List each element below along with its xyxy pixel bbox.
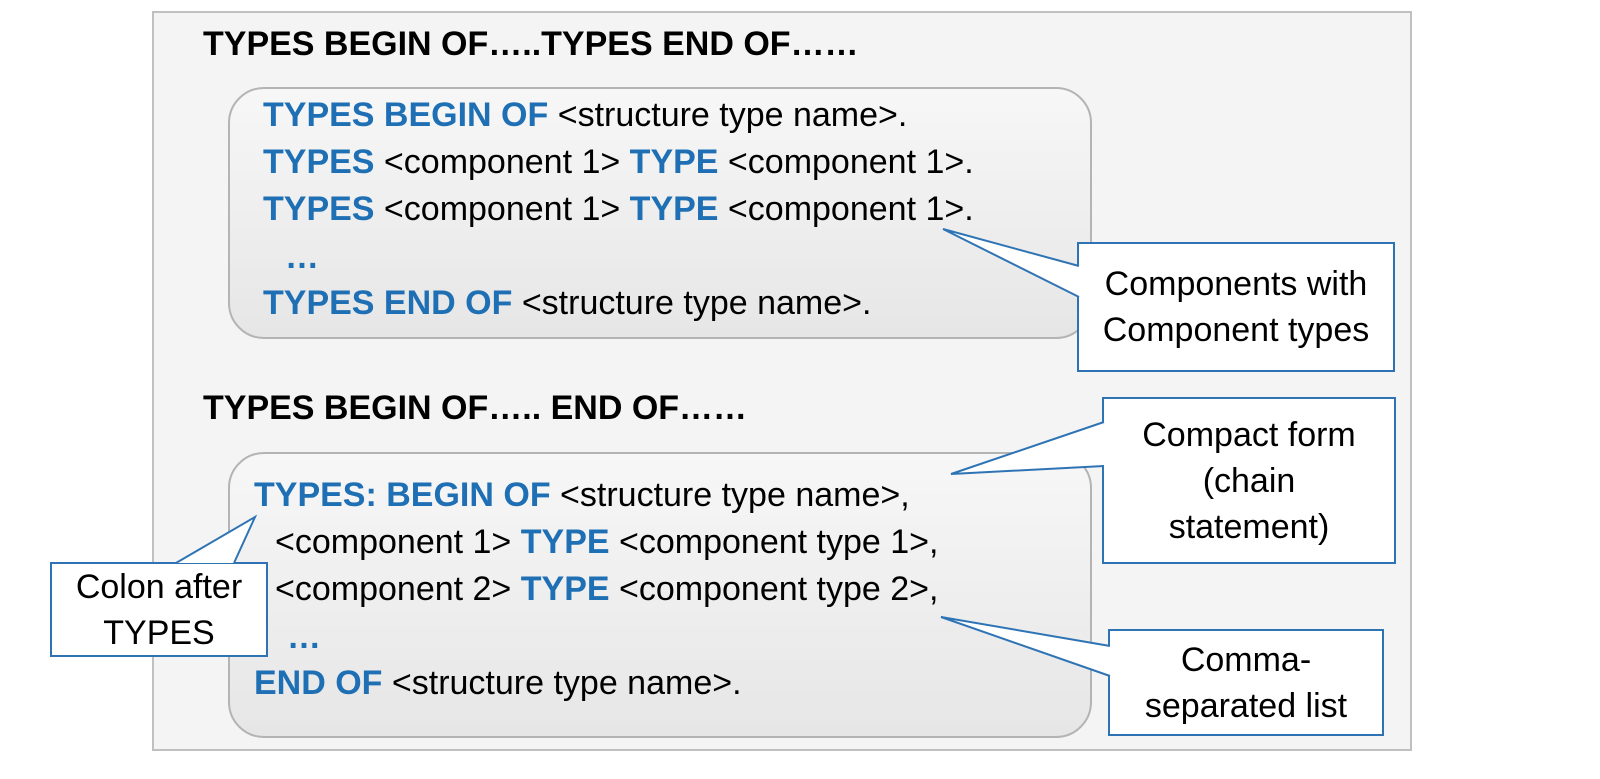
keyword: … bbox=[285, 238, 319, 276]
code-line-ellipsis: … bbox=[285, 240, 319, 274]
code-text: <component type 1>, bbox=[609, 523, 939, 561]
code-line-begin: TYPES: BEGIN OF <structure type name>, bbox=[254, 478, 910, 512]
callout-text: Components with bbox=[1104, 265, 1368, 303]
code-line-end: TYPES END OF <structure type name>. bbox=[263, 286, 871, 320]
code-text: <component 1> bbox=[374, 143, 630, 181]
callout-pointer-edge bbox=[950, 421, 1105, 475]
keyword: TYPE bbox=[629, 143, 719, 181]
keyword: TYPES BEGIN OF bbox=[263, 96, 549, 134]
keyword: TYPES END OF bbox=[263, 284, 513, 322]
code-text: <structure type name>, bbox=[550, 476, 910, 514]
callout-text: separated list bbox=[1144, 686, 1348, 725]
keyword: END OF bbox=[254, 664, 383, 702]
keyword: TYPE bbox=[629, 190, 719, 228]
callout-text: Compact form bbox=[1142, 415, 1356, 454]
callout-pointer-edge bbox=[940, 616, 1111, 677]
code-box-long-form bbox=[228, 87, 1092, 339]
code-text: <structure type name>. bbox=[548, 96, 908, 134]
keyword: TYPES bbox=[263, 143, 375, 181]
code-text: <component 1> bbox=[374, 190, 630, 228]
code-line-component: <component 2> TYPE <component type 2>, bbox=[275, 572, 938, 606]
heading-long-form: TYPES BEGIN OF…..TYPES END OF…… bbox=[203, 25, 859, 63]
callout-components-with-types: Components with Component types bbox=[1077, 242, 1395, 372]
callout-pointer-edge bbox=[175, 514, 258, 564]
callout-text: (chain bbox=[1202, 461, 1296, 500]
callout-text: Component types bbox=[1102, 311, 1370, 349]
code-text: <component type 2>, bbox=[609, 570, 939, 608]
keyword: TYPES bbox=[263, 190, 375, 228]
code-text: <component 1>. bbox=[718, 143, 974, 181]
keyword: TYPE bbox=[520, 523, 610, 561]
callout-colon-after-types: Colon after TYPES bbox=[50, 562, 268, 657]
keyword: TYPE bbox=[520, 570, 610, 608]
callout-text: Colon after bbox=[75, 567, 243, 606]
code-line-ellipsis: … bbox=[287, 620, 321, 654]
code-line-component: <component 1> TYPE <component type 1>, bbox=[275, 525, 938, 559]
callout-text: TYPES bbox=[103, 613, 215, 652]
keyword: TYPES: BEGIN OF bbox=[254, 476, 551, 514]
heading-compact-form: TYPES BEGIN OF….. END OF…… bbox=[203, 389, 748, 427]
code-line-begin: TYPES BEGIN OF <structure type name>. bbox=[263, 98, 907, 132]
keyword: … bbox=[287, 618, 321, 656]
callout-comma-separated: Comma- separated list bbox=[1108, 629, 1384, 736]
callout-text: statement) bbox=[1168, 507, 1330, 546]
code-text: <structure type name>. bbox=[382, 664, 742, 702]
code-box-compact-form bbox=[228, 452, 1092, 738]
code-line-component: TYPES <component 1> TYPE <component 1>. bbox=[263, 192, 974, 226]
code-text: <component 1> bbox=[275, 523, 521, 561]
code-text: <component 1>. bbox=[718, 190, 974, 228]
callout-text: Comma- bbox=[1180, 640, 1312, 679]
code-line-end: END OF <structure type name>. bbox=[254, 666, 742, 700]
callout-compact-form: Compact form (chain statement) bbox=[1102, 397, 1396, 564]
code-line-component: TYPES <component 1> TYPE <component 1>. bbox=[263, 145, 974, 179]
code-text: <structure type name>. bbox=[512, 284, 872, 322]
callout-pointer-edge bbox=[942, 228, 1080, 298]
code-text: <component 2> bbox=[275, 570, 521, 608]
